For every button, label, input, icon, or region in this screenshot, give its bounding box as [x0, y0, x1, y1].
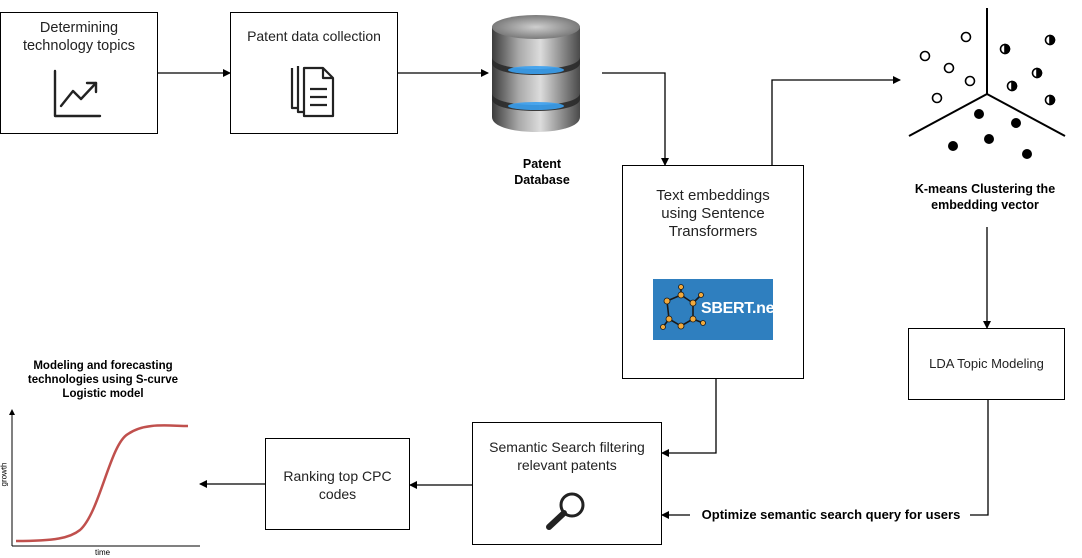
cluster-scatter-icon — [908, 8, 1066, 159]
half-dot — [999, 43, 1011, 55]
kmeans-label: K-means Clustering the embedding vector — [914, 182, 1056, 212]
modeling-label: Modeling and forecasting technologies us… — [27, 360, 179, 400]
topics-box[interactable] — [0, 12, 158, 134]
embeddings-box[interactable] — [622, 165, 804, 379]
collection-label: Patent data collection — [247, 28, 381, 44]
semantic-box[interactable] — [472, 422, 662, 545]
lda-box[interactable] — [908, 328, 1065, 400]
database-icon — [492, 15, 580, 132]
ranking-box[interactable] — [265, 438, 410, 530]
s-curve-xlabel: time — [95, 548, 111, 557]
embeddings-label: Text embeddings using Sentence Transform… — [656, 187, 770, 240]
arrow-embeddings-to-semantic — [661, 379, 717, 457]
ranking-label: Ranking top CPC codes — [283, 468, 392, 502]
documents-icon — [290, 66, 335, 118]
lda-label: LDA Topic Modeling — [929, 356, 1044, 371]
semantic-label: Semantic Search filtering relevant paten… — [489, 439, 645, 473]
arrow-embeddings-to-kmeans — [771, 76, 901, 165]
topics-label: Determining technology topics — [22, 20, 136, 54]
trend-chart-icon — [53, 69, 102, 118]
s-curve-ylabel: growth — [0, 462, 9, 487]
arrow-database-to-embeddings — [602, 72, 669, 166]
sbert-logo-text: SBERT.net — [701, 300, 780, 317]
s-curve — [15, 424, 189, 543]
s-curve-chart — [9, 409, 200, 547]
arrow-lda-to-semantic — [970, 400, 989, 516]
database-label: Patent Database — [514, 157, 570, 187]
sbert-logo: SBERT.net — [653, 279, 780, 340]
molecule-icon — [660, 284, 706, 330]
magnifier-icon — [546, 492, 585, 530]
optimize-label: Optimize semantic search query for users — [701, 507, 961, 522]
